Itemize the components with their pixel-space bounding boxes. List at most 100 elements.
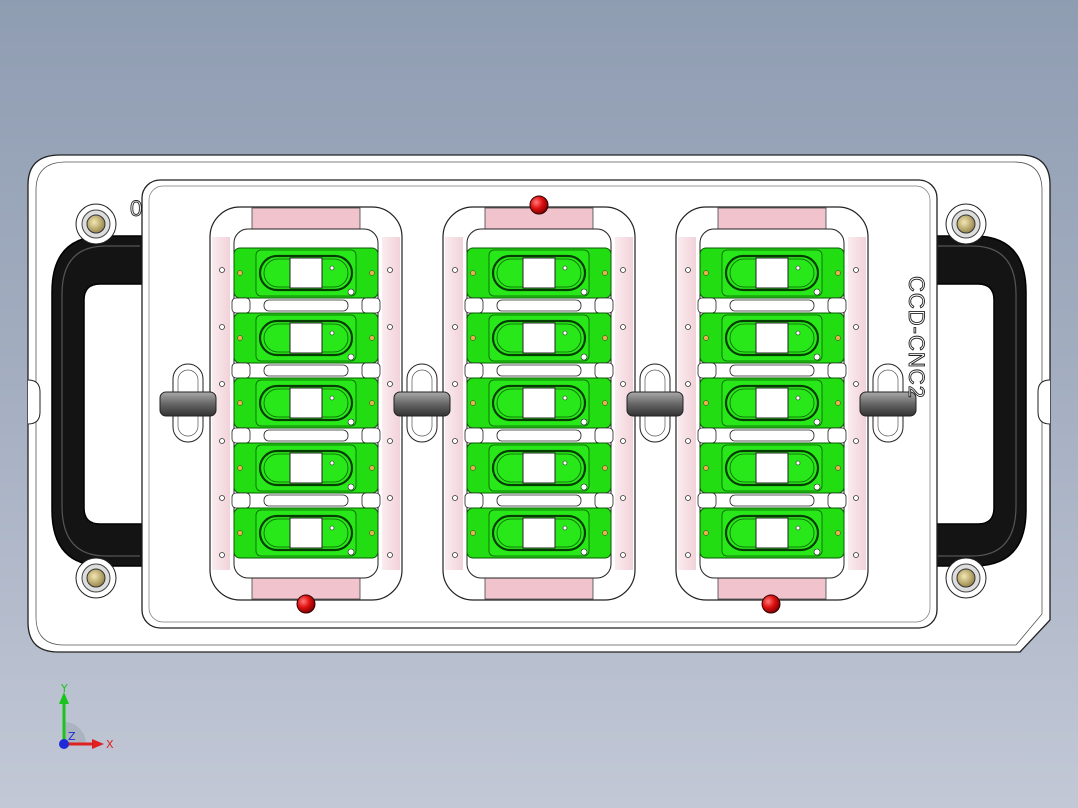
screw-hole xyxy=(452,552,458,558)
pcb-cavity[interactable] xyxy=(466,312,612,364)
separator-tab xyxy=(594,362,614,379)
pcb-cavity[interactable] xyxy=(466,247,612,299)
x-axis-label: X xyxy=(106,738,114,751)
pcb-hole xyxy=(329,460,335,466)
pcb-cavity[interactable] xyxy=(233,247,379,299)
separator-tab xyxy=(827,362,847,379)
alignment-pin[interactable] xyxy=(159,363,217,443)
pcb-cavity[interactable] xyxy=(699,312,845,364)
pcb-hole xyxy=(795,395,801,401)
screw-hole xyxy=(620,552,626,558)
right-rail xyxy=(848,237,866,570)
pcb-outline xyxy=(491,254,587,292)
z-axis-label: Z xyxy=(68,730,76,743)
screw-hole xyxy=(452,381,458,387)
pcb-pad xyxy=(470,400,476,406)
screw-hole xyxy=(620,438,626,444)
pcb-pad xyxy=(470,270,476,276)
pcb-pad xyxy=(237,400,243,406)
alignment-pin[interactable] xyxy=(626,363,684,443)
screw-hole xyxy=(387,381,393,387)
camera-window xyxy=(755,387,789,419)
camera-window xyxy=(755,322,789,354)
carrier-column[interactable] xyxy=(209,206,403,601)
bottom-rail xyxy=(484,577,594,600)
pcb-cavity[interactable] xyxy=(699,507,845,559)
separator-bar xyxy=(496,299,582,312)
screw-hole xyxy=(219,552,225,558)
screw-hole xyxy=(853,438,859,444)
pcb-pad xyxy=(602,335,608,341)
pcb-cavity[interactable] xyxy=(233,377,379,429)
pcb-cavity[interactable] xyxy=(699,442,845,494)
separator-bar xyxy=(263,429,349,442)
pcb-cavity[interactable] xyxy=(466,442,612,494)
camera-window xyxy=(289,257,323,289)
pcb-cavity[interactable] xyxy=(699,377,845,429)
screw-hole xyxy=(452,495,458,501)
z-axis-marker xyxy=(59,739,69,749)
screw-hole xyxy=(387,438,393,444)
locator-button[interactable] xyxy=(296,594,316,614)
pcb-hole xyxy=(813,483,821,491)
pcb-hole xyxy=(580,548,588,556)
camera-window xyxy=(522,452,556,484)
axis-triad[interactable]: Y X Z xyxy=(59,682,114,751)
left-rail xyxy=(212,237,230,570)
pcb-hole xyxy=(813,548,821,556)
pcb-hole xyxy=(562,265,568,271)
alignment-pin[interactable] xyxy=(393,363,451,443)
separator-bar xyxy=(729,299,815,312)
pcb-hole xyxy=(562,525,568,531)
counterbore-hole xyxy=(75,203,117,245)
alignment-pin[interactable] xyxy=(859,363,917,443)
pcb-pad xyxy=(602,465,608,471)
screw-hole xyxy=(620,381,626,387)
carrier-column[interactable] xyxy=(675,206,869,601)
locator-button[interactable] xyxy=(529,195,549,215)
screw-hole xyxy=(219,324,225,330)
pcb-hole xyxy=(329,265,335,271)
pcb-cavity[interactable] xyxy=(233,507,379,559)
camera-window xyxy=(522,517,556,549)
pcb-pad xyxy=(835,335,841,341)
locator-button[interactable] xyxy=(761,594,781,614)
pcb-pad xyxy=(237,335,243,341)
pcb-hole xyxy=(795,525,801,531)
screw-hole xyxy=(387,495,393,501)
separator-tab xyxy=(697,297,717,314)
pcb-cavity[interactable] xyxy=(466,377,612,429)
carrier-column[interactable] xyxy=(442,206,636,601)
pcb-cavity[interactable] xyxy=(233,312,379,364)
pcb-cavity[interactable] xyxy=(466,507,612,559)
pcb-pad xyxy=(470,465,476,471)
pcb-pad xyxy=(835,530,841,536)
camera-window xyxy=(755,257,789,289)
camera-window xyxy=(522,257,556,289)
separator-tab xyxy=(361,427,381,444)
pcb-outline xyxy=(491,319,587,357)
pcb-outline xyxy=(258,449,354,487)
pcb-pad xyxy=(835,270,841,276)
screw-hole xyxy=(685,324,691,330)
pcb-pad xyxy=(369,335,375,341)
separator-bar xyxy=(263,494,349,507)
separator-tab xyxy=(827,427,847,444)
camera-window xyxy=(522,387,556,419)
camera-window xyxy=(289,452,323,484)
screw-hole xyxy=(452,324,458,330)
separator-tab xyxy=(464,362,484,379)
pcb-cavity[interactable] xyxy=(699,247,845,299)
pcb-pad xyxy=(470,530,476,536)
counterbore-hole xyxy=(75,557,117,599)
pin-body xyxy=(626,391,684,417)
separator-bar xyxy=(729,364,815,377)
top-rail xyxy=(251,207,361,230)
counterbore-hole xyxy=(945,203,987,245)
separator-tab xyxy=(361,492,381,509)
pcb-outline xyxy=(491,449,587,487)
pcb-cavity[interactable] xyxy=(233,442,379,494)
screw-hole xyxy=(620,267,626,273)
screw-hole xyxy=(452,438,458,444)
